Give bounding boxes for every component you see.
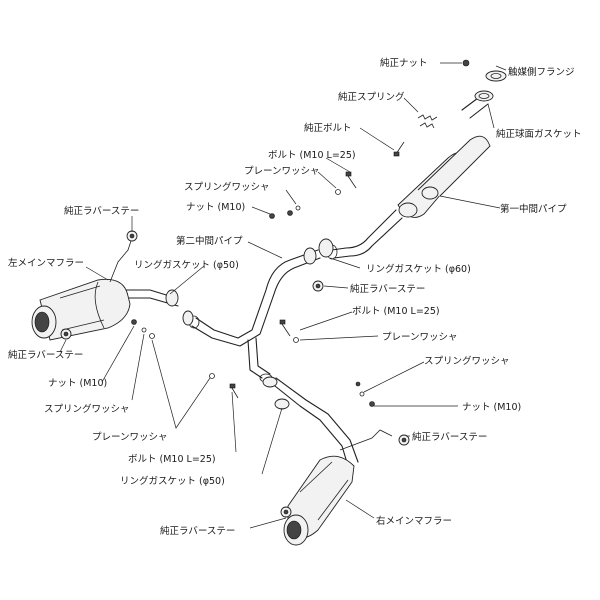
label-stock-bolt: 純正ボルト bbox=[304, 122, 352, 134]
leader-lines bbox=[59, 62, 507, 529]
label-spring-washer-left: スプリングワッシャ bbox=[44, 403, 130, 415]
label-stock-nut-top: 純正ナット bbox=[380, 57, 428, 69]
label-stock-spherical-gasket: 純正球面ガスケット bbox=[496, 128, 582, 140]
label-ring-gasket-50-lower: リングガスケット (φ50) bbox=[120, 475, 225, 487]
label-left-main-muffler: 左メインマフラー bbox=[8, 257, 84, 269]
label-plain-washer-right: プレーンワッシャ bbox=[382, 332, 458, 343]
label-stock-rubber-stay-left: 純正ラバーステー bbox=[8, 349, 83, 361]
spring-washer-right-part bbox=[359, 391, 365, 397]
rubber-stay-top-left-part bbox=[126, 230, 138, 242]
ring-gasket-60-part bbox=[318, 238, 334, 258]
label-bolt-top: ボルト (M10 L=25) bbox=[268, 150, 356, 161]
label-ring-gasket-60: リングガスケット (φ60) bbox=[366, 263, 471, 275]
label-nut-right: ナット (M10) bbox=[462, 402, 521, 413]
ring-gasket-50-upper-part bbox=[165, 289, 179, 307]
nut-left-part bbox=[131, 319, 137, 325]
label-cat-flange: 触媒側フランジ bbox=[508, 66, 575, 78]
label-stock-spring: 純正スプリング bbox=[338, 91, 405, 103]
label-plain-washer-top: プレーンワッシャ bbox=[244, 166, 320, 177]
label-bolt-bottom: ボルト (M10 L=25) bbox=[128, 454, 216, 465]
label-plain-washer-left: プレーンワッシャ bbox=[92, 432, 168, 443]
label-stock-rubber-stay-top-left: 純正ラバーステー bbox=[64, 205, 139, 217]
left-main-muffler bbox=[31, 237, 179, 341]
rubber-stay-bottom-part bbox=[280, 506, 292, 518]
label-nut-top: ナット (M10) bbox=[186, 202, 245, 213]
first-mid-pipe bbox=[326, 97, 491, 260]
ring-gasket-50-lower-part bbox=[262, 376, 278, 388]
rubber-stay-mid-part bbox=[312, 280, 324, 292]
stock-nut-top-part bbox=[462, 59, 470, 67]
plain-washer-right-part bbox=[293, 337, 299, 343]
label-nut-left: ナット (M10) bbox=[48, 378, 107, 389]
label-stock-rubber-stay-bottom: 純正ラバーステー bbox=[160, 525, 235, 537]
second-mid-pipe bbox=[188, 249, 321, 383]
bolt-right-part bbox=[281, 323, 291, 337]
cat-flange bbox=[485, 70, 507, 82]
resonator-end bbox=[398, 202, 418, 218]
label-second-mid-pipe: 第二中間パイプ bbox=[176, 235, 243, 247]
rubber-stay-left-part bbox=[60, 328, 72, 340]
label-stock-rubber-stay-right: 純正ラバーステー bbox=[412, 431, 487, 443]
label-stock-rubber-stay-mid: 純正ラバーステー bbox=[350, 283, 425, 295]
plain-washer-top-part bbox=[335, 189, 341, 195]
stock-bolt-part bbox=[393, 141, 405, 157]
spring-washer-top-part bbox=[295, 205, 301, 211]
label-right-main-muffler: 右メインマフラー bbox=[376, 515, 452, 527]
nut-right-part bbox=[369, 401, 375, 407]
stock-spherical-gasket bbox=[474, 90, 494, 102]
bolt-top-part bbox=[345, 171, 357, 189]
right-main-muffler bbox=[269, 377, 393, 546]
stock-spring-part bbox=[417, 114, 438, 129]
bolt-bottom-part bbox=[231, 387, 239, 399]
label-spring-washer-right: スプリングワッシャ bbox=[424, 355, 510, 367]
label-bolt-right: ボルト (M10 L=25) bbox=[352, 306, 440, 317]
label-first-mid-pipe: 第一中間パイプ bbox=[500, 203, 567, 215]
nut-top-part bbox=[287, 210, 293, 216]
label-ring-gasket-50-upper: リングガスケット (φ50) bbox=[134, 259, 239, 271]
spring-washer-left-part bbox=[141, 327, 147, 333]
plain-washer-left-part bbox=[149, 333, 155, 339]
rubber-stay-right-part bbox=[398, 434, 410, 446]
label-spring-washer-top: スプリングワッシャ bbox=[184, 181, 270, 193]
